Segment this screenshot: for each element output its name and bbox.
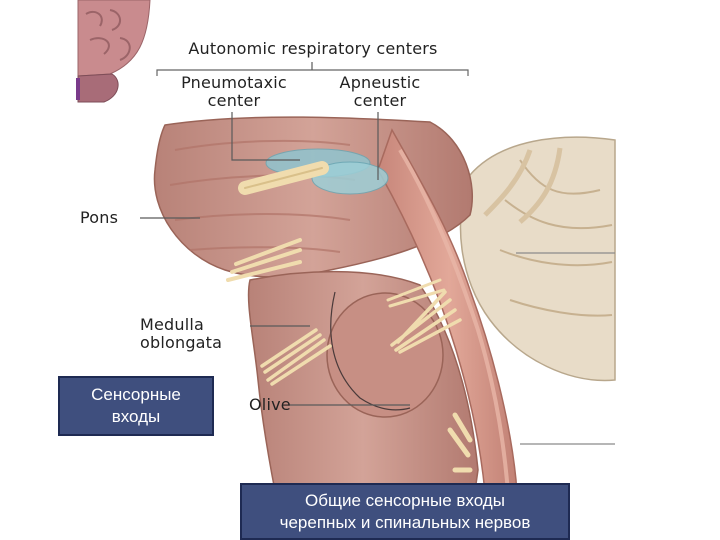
- label-pneumotaxic-line2: center: [207, 91, 261, 110]
- label-autonomic-respiratory-centers: Autonomic respiratory centers: [188, 39, 438, 58]
- label-medulla-line1: Medulla: [140, 315, 205, 334]
- cerebrum-shape: [76, 0, 151, 103]
- label-medulla-line2: oblongata: [140, 333, 223, 352]
- cerebellum-shape: [459, 136, 616, 382]
- general-sensory-inputs-box: Общие сенсорные входы черепных и спиналь…: [240, 483, 570, 540]
- label-apneustic-line2: center: [353, 91, 407, 110]
- label-pons: Pons: [80, 208, 119, 227]
- label-medulla-oblongata: Medulla oblongata: [140, 316, 222, 352]
- label-pneumotaxic-center: Pneumotaxic center: [164, 74, 304, 110]
- sensory-inputs-box: Сенсорные входы: [58, 376, 214, 436]
- cranial-nerves: [226, 161, 473, 473]
- label-olive: Olive: [249, 395, 291, 414]
- label-apneustic-line1: Apneustic: [339, 73, 421, 92]
- label-pneumotaxic-line1: Pneumotaxic: [181, 73, 287, 92]
- leader-lines: [140, 62, 615, 445]
- label-apneustic-center: Apneustic center: [320, 74, 440, 110]
